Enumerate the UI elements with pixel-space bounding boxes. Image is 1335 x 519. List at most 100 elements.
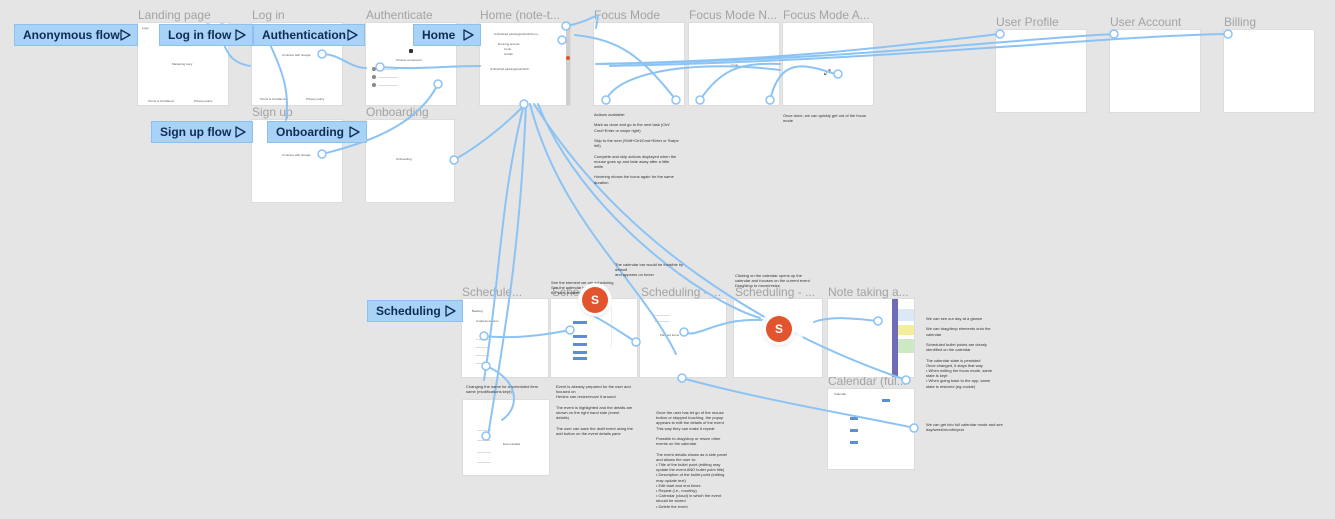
play-icon <box>463 29 474 41</box>
schedule-row <box>476 355 490 356</box>
connector-line <box>321 83 439 155</box>
schedule-unplanned: Unplanned items <box>476 319 499 323</box>
connector-node <box>565 325 575 335</box>
note-clicking-calendar[interactable]: Clicking on the calendar opens up the ca… <box>735 273 810 289</box>
frame-title-focus-n[interactable]: Focus Mode N... <box>689 8 778 22</box>
connector-line <box>769 65 836 101</box>
frame-focus-mode-a[interactable]: ⤢ <box>783 23 873 105</box>
landing-terms: Terms & Conditions <box>148 99 175 103</box>
flow-onboarding[interactable]: Onboarding <box>267 121 367 143</box>
collaborator-avatar[interactable]: S <box>766 316 792 342</box>
frame-title-login[interactable]: Log in <box>252 8 285 22</box>
connector-node <box>317 149 327 159</box>
focus-task: Cook <box>731 63 739 67</box>
flow-scheduling[interactable]: Scheduling <box>367 300 463 322</box>
account-avatar-icon <box>372 83 376 87</box>
home-item: Cardio <box>504 52 513 56</box>
connector-line <box>321 53 367 69</box>
schedule-row <box>476 347 490 348</box>
connector-line <box>609 33 1229 67</box>
note-focus-actions[interactable]: Actions available: Mark as done and go t… <box>594 112 679 185</box>
frame-title-focus[interactable]: Focus Mode <box>594 8 661 22</box>
frame-user-account[interactable] <box>1110 30 1200 112</box>
calendar-event <box>573 335 587 338</box>
note-event-ready[interactable]: Event is already prepared for the user a… <box>556 384 633 436</box>
calendar-event <box>898 339 914 353</box>
connector-line <box>813 317 879 323</box>
connector-node <box>449 155 459 165</box>
connector-line <box>379 65 481 70</box>
flow-label: Log in flow <box>168 28 232 42</box>
collaborator-avatar[interactable]: S <box>582 287 608 313</box>
play-icon <box>349 126 360 138</box>
frame-title-scheduling-4[interactable]: Scheduling - ... <box>735 285 816 299</box>
calendar-event <box>573 343 587 346</box>
schedule-row <box>477 452 491 453</box>
frame-title-schedule-1[interactable]: Schedule... <box>462 285 523 299</box>
account-avatar-icon <box>372 67 376 71</box>
play-icon <box>120 29 131 41</box>
home-scrollbar[interactable] <box>566 23 570 105</box>
connector-node <box>481 431 491 441</box>
connector-node <box>873 316 883 326</box>
frame-title-landing[interactable]: Landing page <box>138 8 211 22</box>
connector-line <box>565 14 599 29</box>
calendar-event <box>898 325 914 335</box>
connector-node <box>481 361 491 371</box>
frame-title-home[interactable]: Home (note-t... <box>480 8 561 22</box>
flow-authentication[interactable]: Authentication <box>253 24 365 46</box>
connector-node <box>995 29 1005 39</box>
schedule-row <box>477 430 491 431</box>
frame-title-user-account[interactable]: User Account <box>1110 15 1182 29</box>
calendar-event <box>898 309 914 321</box>
frame-title-user-profile[interactable]: User Profile <box>996 15 1059 29</box>
frame-title-signup[interactable]: Sign up <box>252 105 293 119</box>
connector-line <box>533 103 907 381</box>
connector-node <box>1223 29 1233 39</box>
frame-title-note-taking[interactable]: Note taking a... <box>828 285 909 299</box>
flow-anonymous[interactable]: Anonymous flow <box>14 24 138 46</box>
connector-node <box>833 69 843 79</box>
flow-login[interactable]: Log in flow <box>159 24 253 46</box>
frame-schedule-1[interactable]: Backlog Unplanned items <box>462 299 548 377</box>
note-changing-name[interactable]: Changing the name for a scheduled item s… <box>466 384 539 395</box>
note-full-calendar[interactable]: We can get into full calendar mode and s… <box>926 422 1003 433</box>
flow-label: Onboarding <box>276 125 344 139</box>
flow-signup[interactable]: Sign up flow <box>151 121 253 143</box>
note-calendar-bar[interactable]: The calendar bar would be invisible by d… <box>615 262 684 278</box>
landing-marketing-copy: Marketing copy <box>172 62 193 66</box>
login-privacy: Privacy policy <box>306 97 325 101</box>
schedule-row <box>477 462 491 463</box>
note-day-glance[interactable]: We can see our day at a glance We can dr… <box>926 316 993 389</box>
schedule-row <box>654 321 670 322</box>
flow-home[interactable]: Home <box>413 24 481 46</box>
frame-title-billing[interactable]: Billing <box>1224 15 1257 29</box>
account-avatar-icon <box>372 75 376 79</box>
flow-label: Home <box>422 28 456 42</box>
connector-line <box>483 103 525 381</box>
connector-node <box>601 95 611 105</box>
note-mouse-release[interactable]: Once the user has let go of the mouse bu… <box>656 410 727 509</box>
note-focus-exit[interactable]: Once done, we can quickly get out of the… <box>783 113 866 124</box>
frame-scheduling-3[interactable]: Planned items <box>640 299 726 377</box>
flow-label: Scheduling <box>376 304 441 318</box>
frame-billing[interactable] <box>1224 30 1314 112</box>
frame-title-calendar-full[interactable]: Calendar (ful... <box>828 374 907 388</box>
connector-line <box>537 103 761 319</box>
frame-note-taking[interactable] <box>828 299 914 377</box>
schedule-backlog: Backlog <box>472 309 483 313</box>
connector-node <box>909 423 919 433</box>
calendar-strip <box>892 299 898 377</box>
frame-schedule-edit[interactable]: Event details <box>463 400 549 475</box>
schedule-planned: Planned items <box>660 333 680 337</box>
connector-line <box>681 377 915 429</box>
login-terms: Terms & Conditions <box>260 97 287 101</box>
frame-title-authenticate[interactable]: Authenticate <box>366 8 433 22</box>
home-item: Unfinished parking/push/shift <box>490 67 529 71</box>
frame-calendar-full[interactable]: Calendar <box>828 389 914 469</box>
play-icon <box>235 29 246 41</box>
frame-title-focus-a[interactable]: Focus Mode A... <box>783 8 870 22</box>
frame-home[interactable]: Unfinished parking/push/shift (no... Run… <box>480 23 570 105</box>
